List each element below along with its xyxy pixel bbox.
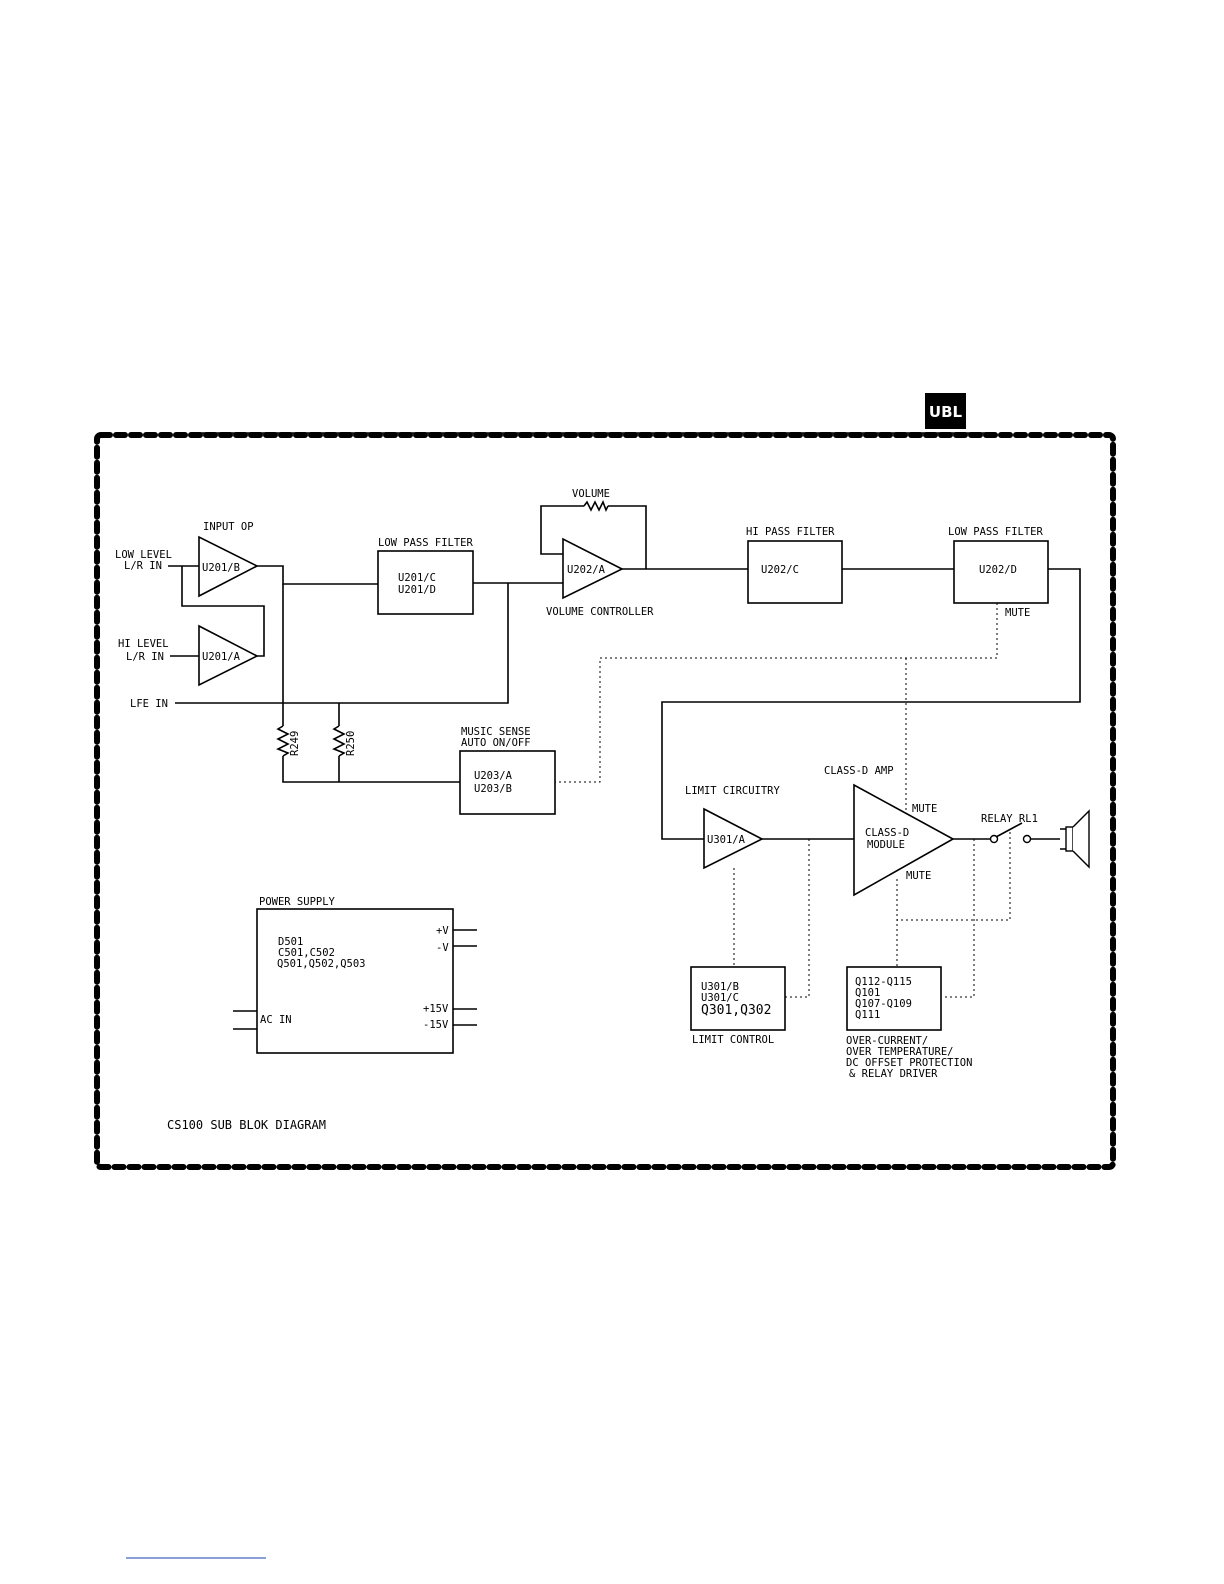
plus-15v-label: +15V xyxy=(423,1003,449,1015)
input-cross-wire xyxy=(181,566,265,657)
r250-label: R250 xyxy=(345,731,357,756)
relay-label: RELAY RL1 xyxy=(981,813,1038,825)
limit-control-line1: U301/B xyxy=(701,981,739,993)
protection-line4: Q111 xyxy=(855,1009,880,1021)
music-sense-line2: U203/B xyxy=(474,783,512,795)
amp-u201b xyxy=(198,535,259,598)
lpf1-line2: U201/D xyxy=(398,584,436,596)
resistor-r250 xyxy=(332,725,346,757)
music-sense-title-1: MUSIC SENSE xyxy=(461,726,531,738)
relay-switch-arm xyxy=(995,822,1023,838)
power-supply-line3: Q501,Q502,Q503 xyxy=(277,958,366,970)
lpf1-line1: U201/C xyxy=(398,572,436,584)
power-supply-block xyxy=(256,908,454,1054)
volume-pot-resistor xyxy=(583,500,609,512)
power-output-wires xyxy=(453,929,477,1026)
to-lpf1-wire xyxy=(257,565,378,585)
lpf1-block xyxy=(377,550,474,615)
protection-line3: Q107-Q109 xyxy=(855,998,912,1010)
amp-u301a xyxy=(703,807,764,870)
power-supply-line2: C501,C502 xyxy=(278,947,335,959)
volume-pot-label: VOLUME xyxy=(572,488,610,500)
relay-driver-dotted xyxy=(942,839,975,998)
r249-wire xyxy=(282,584,460,783)
protection-line1: Q112-Q115 xyxy=(855,976,912,988)
class-d-mute-top: MUTE xyxy=(912,803,937,815)
hpf-title: HI PASS FILTER xyxy=(746,526,835,538)
input-op-title: INPUT OP xyxy=(203,521,254,533)
lfe-wire xyxy=(175,583,509,704)
protection-caption-3: DC OFFSET PROTECTION xyxy=(846,1057,972,1069)
amp-u201b-label: U201/B xyxy=(202,562,240,574)
class-d-line1: CLASS-D xyxy=(865,827,909,839)
r249-label: R249 xyxy=(289,731,301,756)
class-d-module xyxy=(853,783,955,897)
amp-u202a xyxy=(562,537,624,600)
ac-input-wires xyxy=(233,1010,257,1030)
speaker-icon xyxy=(1065,809,1090,869)
diagram-title: CS100 SUB BLOK DIAGRAM xyxy=(167,1118,326,1132)
limit-title: LIMIT CIRCUITRY xyxy=(685,785,781,797)
hi-level-label-2: L/R IN xyxy=(126,651,164,663)
minus-v-label: -V xyxy=(436,942,449,954)
volume-feedback-wire xyxy=(540,505,647,569)
volume-controller-caption: VOLUME CONTROLLER xyxy=(546,606,654,618)
class-d-mute-bottom: MUTE xyxy=(906,870,931,882)
amp-u301a-label: U301/A xyxy=(707,834,746,846)
amp-u201a-label: U201/A xyxy=(202,651,241,663)
class-d-title: CLASS-D AMP xyxy=(824,765,894,777)
limit-feedback-dotted xyxy=(785,839,810,998)
jbl-logo: UBL xyxy=(925,393,966,429)
low-level-label-1: LOW LEVEL xyxy=(115,549,172,561)
ac-in-label: AC IN xyxy=(260,1014,292,1026)
hpf-line1: U202/C xyxy=(761,564,799,576)
protection-caption-1: OVER-CURRENT/ xyxy=(846,1035,928,1047)
minus-15v-label: -15V xyxy=(423,1019,449,1031)
relay-contact-2 xyxy=(1022,834,1032,844)
limit-control-line3: Q301,Q302 xyxy=(701,1003,771,1018)
lpf2-line1: U202/D xyxy=(979,564,1017,576)
class-d-line2: MODULE xyxy=(867,839,905,851)
amp-u201a xyxy=(198,624,259,687)
logo-text: UBL xyxy=(929,403,963,421)
relay-to-speaker-wire xyxy=(1031,828,1066,850)
mute-control-dotted xyxy=(555,603,998,783)
limit-control-block xyxy=(690,966,786,1031)
low-level-label-2: L/R IN xyxy=(124,560,162,572)
hi-level-label-1: HI LEVEL xyxy=(118,638,169,650)
resistor-r249 xyxy=(276,725,290,757)
music-sense-title-2: AUTO ON/OFF xyxy=(461,737,531,749)
limit-control-caption: LIMIT CONTROL xyxy=(692,1034,774,1046)
lpf1-title: LOW PASS FILTER xyxy=(378,537,474,549)
amp-u202a-label: U202/A xyxy=(567,564,606,576)
music-sense-line1: U203/A xyxy=(474,770,513,782)
relay-contact-1 xyxy=(989,834,999,844)
power-supply-line1: D501 xyxy=(278,936,303,948)
lpf2-to-limit-wire xyxy=(661,568,1081,840)
diagram-frame xyxy=(94,432,1116,1170)
lpf2-title: LOW PASS FILTER xyxy=(948,526,1044,538)
lpf2-mute-label: MUTE xyxy=(1005,607,1030,619)
music-sense-block xyxy=(459,750,556,815)
protection-caption-2: OVER TEMPERATURE/ xyxy=(846,1046,953,1058)
protection-caption-4: & RELAY DRIVER xyxy=(849,1068,938,1080)
lpf2-block xyxy=(953,540,1049,604)
plus-v-label: +V xyxy=(436,925,449,937)
power-supply-title: POWER SUPPLY xyxy=(259,896,336,908)
lfe-in-label: LFE IN xyxy=(130,698,168,710)
protection-block xyxy=(846,966,942,1031)
protection-line2: Q101 xyxy=(855,987,880,999)
hpf-block xyxy=(747,540,843,604)
limit-control-line2: U301/C xyxy=(701,992,739,1004)
